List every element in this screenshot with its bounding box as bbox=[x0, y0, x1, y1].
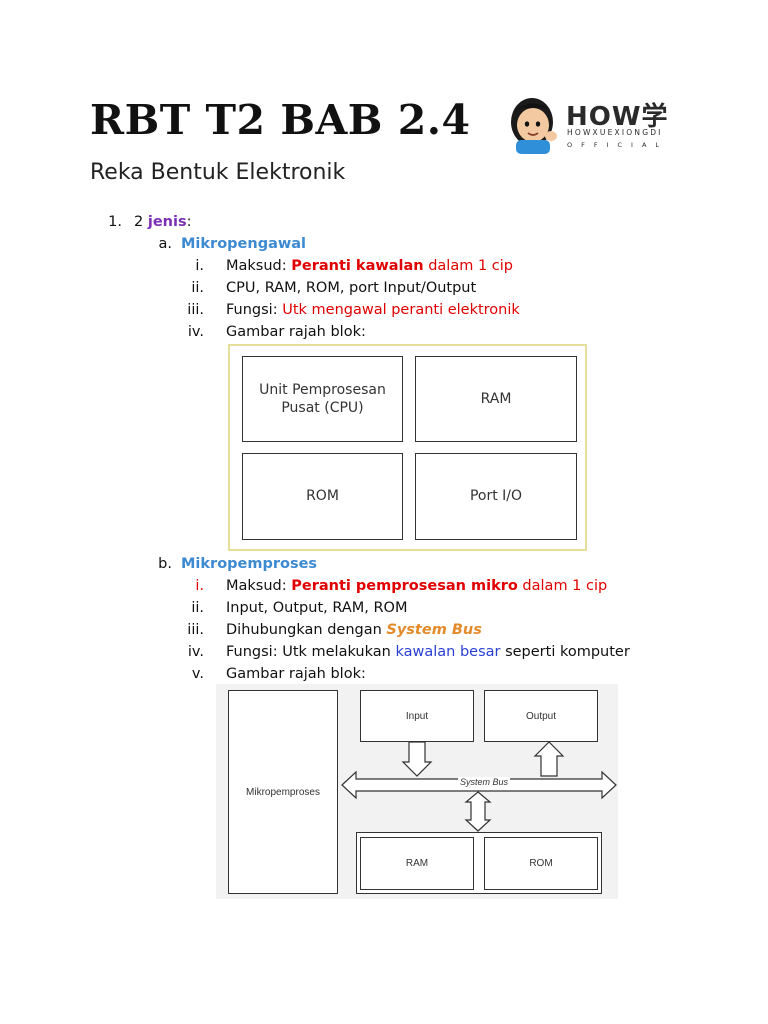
list-marker: a. bbox=[158, 236, 173, 252]
list-item: Gambar rajah blok: bbox=[226, 324, 366, 340]
item-label: Maksud: bbox=[226, 578, 292, 594]
list-marker: i. bbox=[195, 258, 204, 274]
list-marker: ii. bbox=[191, 600, 204, 616]
logo-wordmark: HOW学 bbox=[566, 102, 669, 132]
block-ram: RAM bbox=[360, 837, 474, 890]
list-marker: v. bbox=[191, 666, 204, 682]
list-marker: iv. bbox=[187, 644, 204, 660]
colon: : bbox=[186, 214, 192, 230]
logo-subtext-official: OFFICIAL bbox=[567, 141, 669, 149]
list-marker: iv. bbox=[187, 324, 204, 340]
memory-arrow bbox=[464, 791, 492, 832]
list-marker: 1. bbox=[108, 214, 122, 230]
count-text: 2 bbox=[134, 214, 144, 230]
list-item: CPU, RAM, ROM, port Input/Output bbox=[226, 280, 477, 296]
list-item: Maksud: Peranti pemprosesan mikro dalam … bbox=[226, 578, 607, 594]
list-item: Input, Output, RAM, ROM bbox=[226, 600, 408, 616]
list-item: Gambar rajah blok: bbox=[226, 666, 366, 682]
list-item: Fungsi: Utk melakukan kawalan besar sepe… bbox=[226, 644, 630, 660]
block-rom: ROM bbox=[242, 453, 403, 540]
section-heading-mikropemproses: Mikropemproses bbox=[181, 556, 318, 572]
item-label: Fungsi: Utk melakukan bbox=[226, 644, 396, 660]
section-heading-mikropengawal: Mikropengawal bbox=[181, 236, 307, 252]
item-emphasis: Peranti pemprosesan mikro bbox=[291, 578, 518, 594]
item-label: Maksud: bbox=[226, 258, 292, 274]
system-bus-arrows bbox=[341, 741, 617, 832]
block-output: Output bbox=[484, 690, 598, 742]
block-cpu-line2: Pusat (CPU) bbox=[281, 400, 364, 416]
item-label: Dihubungkan dengan bbox=[226, 622, 387, 638]
item-rest: dalam 1 cip bbox=[517, 578, 608, 594]
item-highlight-kawalan-besar: kawalan besar bbox=[395, 644, 501, 660]
block-ram: RAM bbox=[415, 356, 577, 442]
item-rest: seperti komputer bbox=[500, 644, 630, 660]
item-emphasis: Peranti kawalan bbox=[291, 258, 424, 274]
item-rest: dalam 1 cip bbox=[423, 258, 513, 274]
keyword-jenis: jenis bbox=[147, 214, 187, 230]
mascot-icon bbox=[511, 98, 557, 154]
page-subtitle: Reka Bentuk Elektronik bbox=[90, 160, 346, 185]
item-rest: Utk mengawal peranti elektronik bbox=[282, 302, 520, 318]
item-label: Fungsi: bbox=[226, 302, 283, 318]
list-marker: b. bbox=[158, 556, 172, 572]
system-bus-label: System Bus bbox=[458, 777, 511, 787]
item-highlight-system-bus: System Bus bbox=[386, 622, 482, 638]
list-item: Fungsi: Utk mengawal peranti elektronik bbox=[226, 302, 520, 318]
block-port-io: Port I/O bbox=[415, 453, 577, 540]
list-item: Maksud: Peranti kawalan dalam 1 cip bbox=[226, 258, 513, 274]
list-item: Dihubungkan dengan System Bus bbox=[226, 622, 482, 638]
list-item-1: 2 jenis: bbox=[134, 214, 191, 230]
list-marker: iii. bbox=[187, 302, 204, 318]
block-mikropemproses: Mikropemproses bbox=[228, 690, 338, 894]
brand-logo bbox=[504, 92, 670, 156]
output-arrow bbox=[533, 741, 565, 777]
block-cpu-line1: Unit Pemprosesan bbox=[259, 381, 386, 398]
input-arrow bbox=[401, 741, 433, 777]
list-marker: ii. bbox=[191, 280, 204, 296]
block-rom: ROM bbox=[484, 837, 598, 890]
list-marker: i. bbox=[195, 578, 204, 594]
block-diagram-mikropemproses: Mikropemproses Input Output RAM ROM Syst… bbox=[216, 684, 618, 899]
logo-subtext: HOWXUEXIONGDI bbox=[567, 128, 663, 137]
list-marker: iii. bbox=[187, 622, 204, 638]
page-title: RBT T2 BAB 2.4 bbox=[90, 96, 471, 144]
